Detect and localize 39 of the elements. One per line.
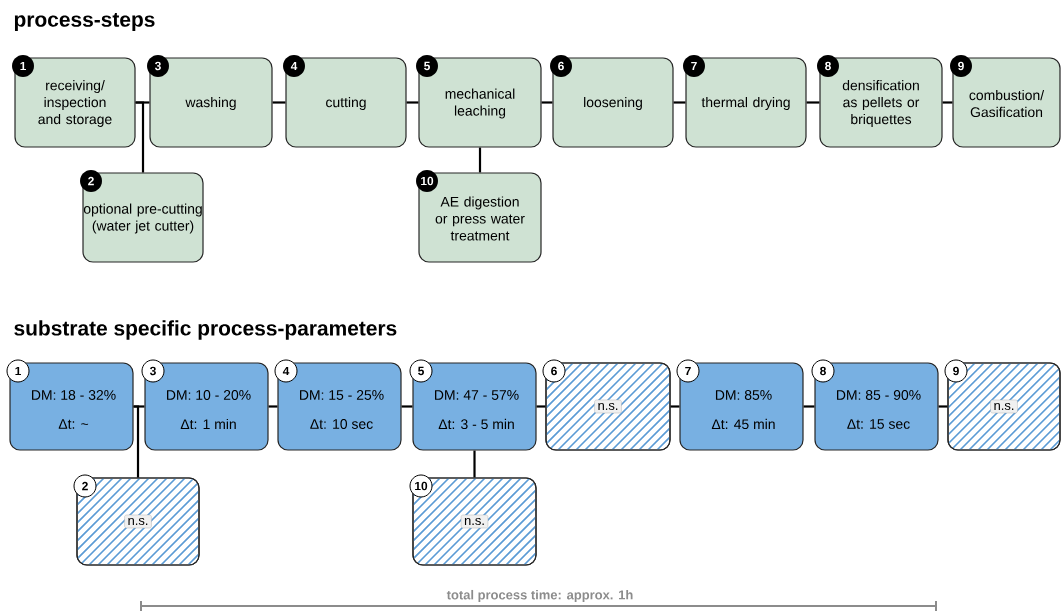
connector-line [473, 450, 476, 478]
connector-line [541, 101, 553, 104]
connector-line [938, 405, 948, 408]
number-badge: 3 [147, 55, 169, 77]
connector-line [803, 405, 815, 408]
number-badge: 5 [409, 359, 433, 383]
number-badge: 7 [676, 359, 700, 383]
number-badge: 9 [950, 55, 972, 77]
connector-line [406, 101, 419, 104]
number-badge: 7 [683, 55, 705, 77]
connector-line [268, 405, 278, 408]
connector-line [133, 405, 140, 478]
number-badge: 4 [283, 55, 305, 77]
heading: process-steps [14, 13, 155, 31]
number-badge: 2 [80, 170, 102, 192]
heading: substrate specific process-parameters [14, 320, 397, 340]
connector-line [478, 147, 482, 173]
number-badge: 1 [12, 55, 34, 77]
connector-line [272, 101, 286, 104]
number-badge: 6 [542, 359, 566, 383]
connector-line [135, 101, 145, 173]
number-badge: 6 [550, 55, 572, 77]
connector-line [401, 405, 413, 408]
number-badge: 2 [73, 474, 97, 498]
number-badge: 8 [811, 359, 835, 383]
number-badge: 10 [416, 170, 438, 192]
dimension-label: total process time: approx. 1h [446, 589, 633, 603]
number-badge: 10 [409, 474, 433, 498]
number-badge: 5 [416, 55, 438, 77]
number-badge: 1 [6, 359, 30, 383]
connector-line [670, 405, 680, 408]
connector-line [942, 101, 953, 104]
connector-line [806, 101, 820, 104]
number-badge: 8 [817, 55, 839, 77]
number-badge: 9 [944, 359, 968, 383]
connector-line [536, 405, 546, 408]
connector-line [673, 101, 686, 104]
number-badge: 3 [141, 359, 165, 383]
number-badge: 4 [274, 359, 298, 383]
